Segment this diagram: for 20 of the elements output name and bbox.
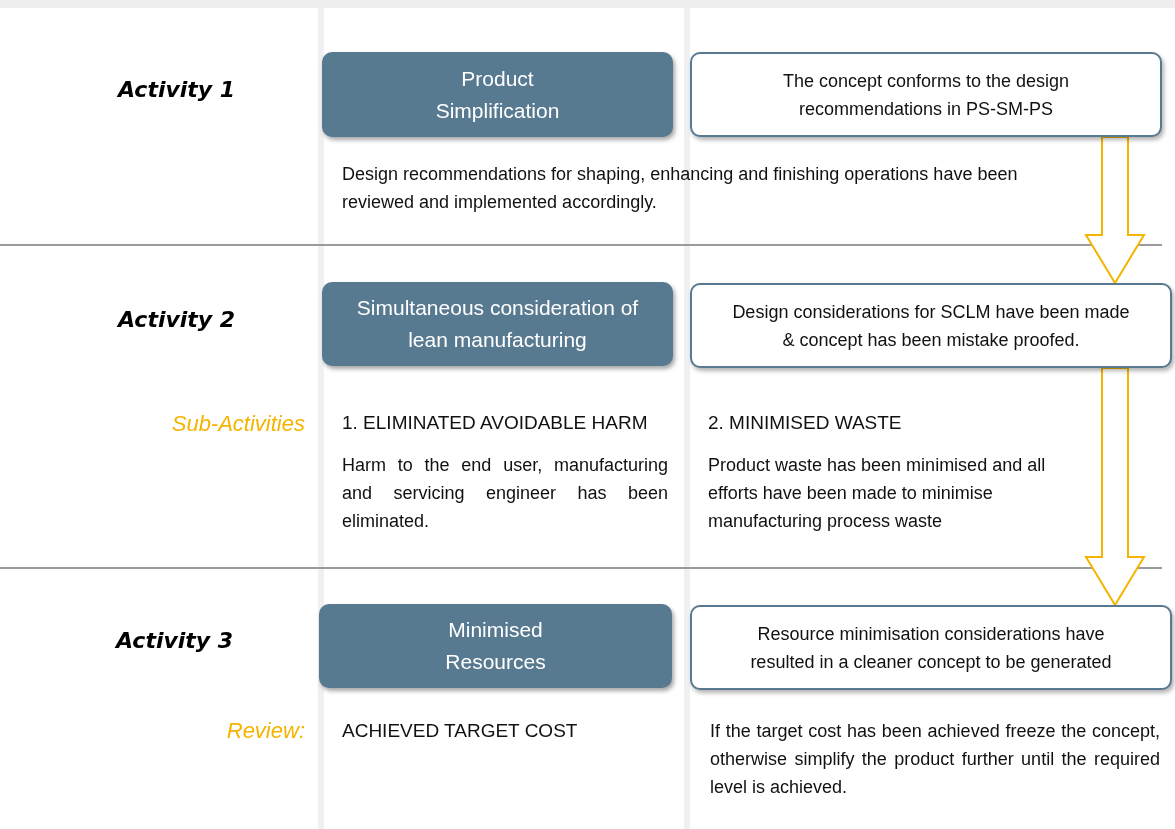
description-text: Design recommendations for shaping, enhancing and finishing operations have been reviewed and implemented accordingly. bbox=[342, 163, 1019, 214]
activity-box: Product Simplification bbox=[322, 52, 673, 137]
activity-heading: Activity 2 bbox=[118, 306, 237, 334]
activity-heading: Activity 3 bbox=[116, 627, 235, 655]
outcome-box: Resource minimisation considerations have resulted in a cleaner concept to be generated bbox=[690, 605, 1172, 690]
sub-heading: 1. ELIMINATED AVOIDABLE HARM bbox=[342, 411, 649, 435]
section-tag: Sub-Activities bbox=[100, 410, 305, 438]
block-arrow bbox=[1084, 136, 1146, 285]
outcome-box: The concept conforms to the design recommendations in PS-SM-PS bbox=[690, 52, 1162, 137]
activity-heading: Activity 1 bbox=[118, 76, 237, 104]
section-tag: Review: bbox=[100, 717, 305, 745]
sub-heading: ACHIEVED TARGET COST bbox=[342, 719, 579, 743]
description-text: Harm to the end user, manufacturing and servicing engineer has been eliminated. bbox=[342, 454, 668, 533]
activity-box: Simultaneous consideration of lean manufacturing bbox=[322, 282, 673, 366]
activity-box: Minimised Resources bbox=[319, 604, 672, 688]
outcome-box: Design considerations for SCLM have been made & concept has been mistake proofed. bbox=[690, 283, 1172, 368]
description-text: Product waste has been minimised and all efforts have been made to minimise manufacturing process waste bbox=[708, 454, 1047, 533]
block-arrow bbox=[1084, 367, 1146, 607]
sub-heading: 2. MINIMISED WASTE bbox=[708, 411, 903, 435]
description-text: If the target cost has been achieved freeze the concept, otherwise simplify the product further until the required level is achieved. bbox=[710, 720, 1160, 799]
